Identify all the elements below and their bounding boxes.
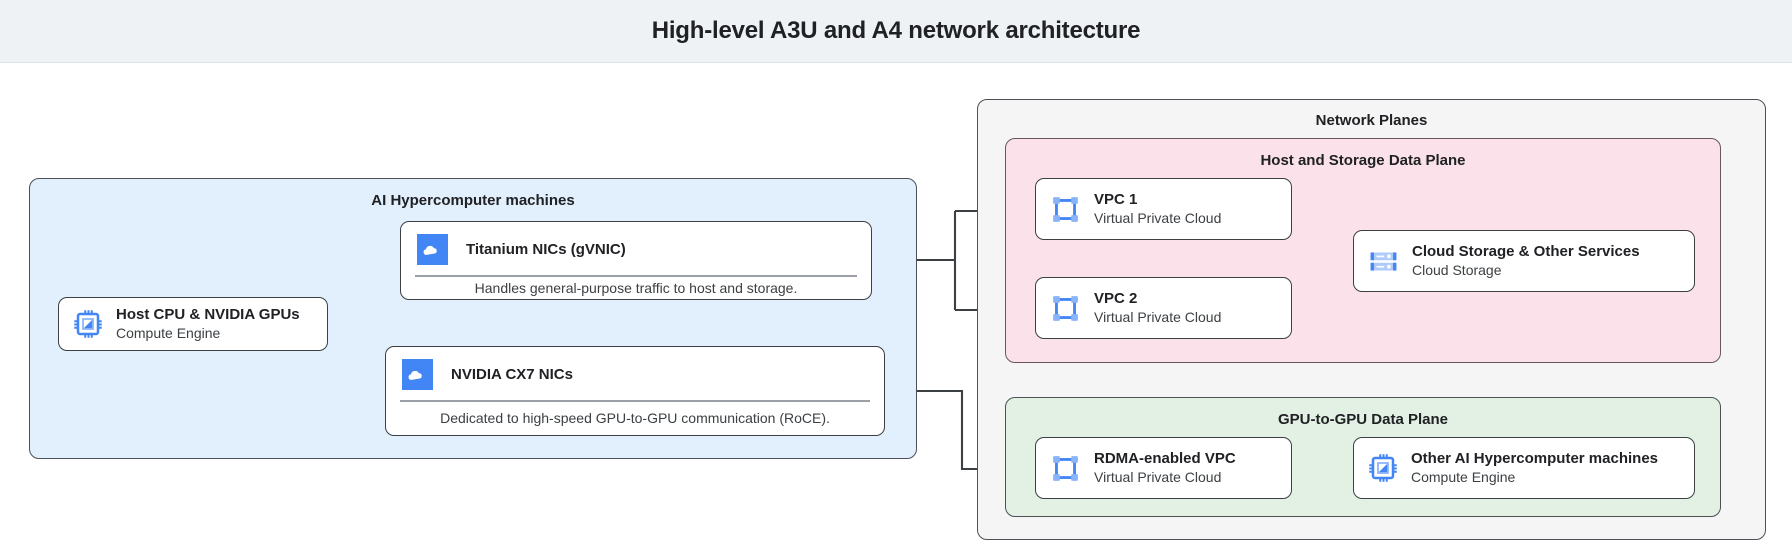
card-body: Dedicated to high-speed GPU-to-GPU commu… [386, 402, 884, 435]
node-title: Other AI Hypercomputer machines [1411, 449, 1659, 467]
card-header: NVIDIA CX7 NICs [386, 347, 884, 400]
card-title: Titanium NICs (gVNIC) [466, 241, 626, 258]
card-titanium-nics[interactable]: Titanium NICs (gVNIC) Handles general-pu… [400, 221, 872, 300]
group-title-host-storage: Host and Storage Data Plane [1260, 152, 1466, 169]
node-text: Other AI Hypercomputer machines Compute … [1411, 450, 1658, 486]
card-description: Dedicated to high-speed GPU-to-GPU commu… [440, 410, 830, 427]
node-subtitle: Virtual Private Cloud [1094, 308, 1222, 325]
node-subtitle: Compute Engine [1411, 468, 1516, 485]
node-title: VPC 1 [1094, 190, 1138, 208]
node-other-ai-hypercomputer-machines[interactable]: Other AI Hypercomputer machines Compute … [1353, 437, 1695, 499]
node-subtitle: Virtual Private Cloud [1094, 468, 1222, 485]
cpu-chip-icon [74, 310, 102, 338]
page-title: High-level A3U and A4 network architectu… [651, 17, 1141, 44]
node-text: RDMA-enabled VPC Virtual Private Cloud [1094, 450, 1236, 486]
card-divider [415, 275, 857, 277]
card-divider [400, 400, 870, 402]
node-subtitle: Virtual Private Cloud [1094, 209, 1222, 226]
vpc-icon [1053, 196, 1078, 222]
node-subtitle: Cloud Storage [1412, 261, 1502, 278]
node-text: Cloud Storage & Other Services Cloud Sto… [1412, 243, 1640, 279]
vpc-icon [1053, 295, 1078, 321]
cloud-icon [417, 234, 448, 265]
node-title: RDMA-enabled VPC [1094, 449, 1236, 467]
group-title-network-planes: Network Planes [1315, 112, 1428, 129]
node-title: Cloud Storage & Other Services [1412, 242, 1640, 260]
node-host-cpu-gpus[interactable]: Host CPU & NVIDIA GPUs Compute Engine [58, 297, 328, 351]
node-text: VPC 1 Virtual Private Cloud [1094, 191, 1221, 227]
node-subtitle: Compute Engine [116, 324, 221, 341]
node-rdma-enabled-vpc[interactable]: RDMA-enabled VPC Virtual Private Cloud [1035, 437, 1292, 499]
node-title: Host CPU & NVIDIA GPUs [116, 305, 300, 323]
storage-icon [1370, 251, 1397, 271]
node-text: VPC 2 Virtual Private Cloud [1094, 290, 1221, 326]
card-title: NVIDIA CX7 NICs [451, 366, 573, 383]
card-nvidia-cx7-nics[interactable]: NVIDIA CX7 NICs Dedicated to high-speed … [385, 346, 885, 436]
card-description: Handles general-purpose traffic to host … [474, 279, 798, 296]
node-title: VPC 2 [1094, 289, 1138, 307]
vpc-icon [1053, 455, 1078, 481]
node-vpc-2[interactable]: VPC 2 Virtual Private Cloud [1035, 277, 1292, 339]
group-title-machines: AI Hypercomputer machines [371, 192, 575, 209]
node-cloud-storage[interactable]: Cloud Storage & Other Services Cloud Sto… [1353, 230, 1695, 292]
node-text: Host CPU & NVIDIA GPUs Compute Engine [116, 306, 300, 342]
cloud-icon [402, 359, 433, 390]
node-vpc-1[interactable]: VPC 1 Virtual Private Cloud [1035, 178, 1292, 240]
card-header: Titanium NICs (gVNIC) [401, 222, 871, 275]
group-title-gpu-plane: GPU-to-GPU Data Plane [1277, 411, 1449, 428]
cpu-chip-icon [1369, 454, 1397, 482]
diagram-header: High-level A3U and A4 network architectu… [0, 0, 1792, 63]
card-body: Handles general-purpose traffic to host … [401, 277, 871, 299]
